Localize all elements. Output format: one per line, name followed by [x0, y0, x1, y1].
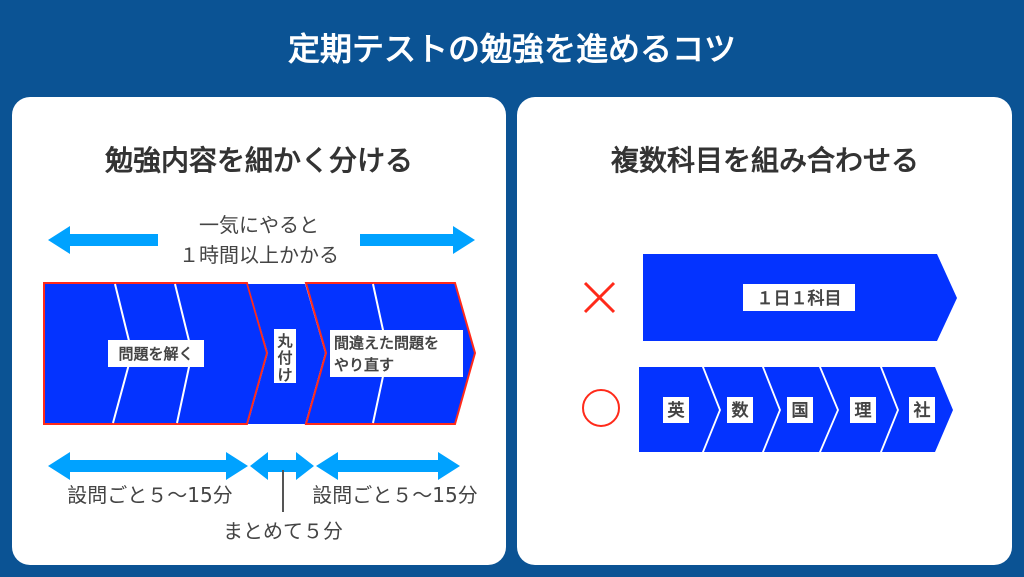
label-box [787, 397, 813, 423]
time-label-redo: 設問ごと５～15分 [312, 483, 477, 507]
step-mark-label-char: け [277, 366, 292, 384]
label-box [850, 397, 876, 423]
top-note-line1: 一気にやると [199, 213, 319, 237]
label-box [743, 284, 855, 311]
circle-icon [582, 389, 620, 427]
step-mark-label-char: 丸 [276, 332, 293, 350]
step-redo-label-line1: 間違えた問題を [334, 334, 439, 352]
time-label-solve: 設問ごと５～15分 [67, 483, 232, 507]
left-panel: 勉強内容を細かく分ける 一気にやると １時間以上かかる 問題を解く 丸 付 け … [12, 97, 506, 565]
top-note-line2: １時間以上かかる [179, 243, 339, 267]
subject-science: 理 [855, 401, 872, 421]
step-mark-label-char: 付 [277, 349, 292, 367]
right-heading: 複数科目を組み合わせる [611, 144, 919, 177]
time-label-mark: まとめて５分 [223, 519, 343, 543]
label-box [663, 397, 689, 423]
double-arrow-icon [48, 452, 248, 480]
right-arrow-icon [360, 226, 475, 254]
double-arrow-icon [316, 452, 460, 480]
step-solve-label: 問題を解く [118, 345, 193, 363]
left-heading: 勉強内容を細かく分ける [104, 144, 413, 177]
cross-icon [583, 281, 616, 314]
main-title: 定期テストの勉強を進めるコツ [288, 30, 736, 68]
step-redo-label-line2: やり直す [334, 356, 394, 374]
subject-japanese: 国 [792, 401, 809, 421]
left-arrow-icon [48, 226, 158, 254]
right-panel: 複数科目を組み合わせる １日１科目 英 数 国 理 社 [517, 97, 1012, 565]
label-box [274, 329, 296, 383]
subject-social: 社 [913, 400, 931, 421]
label-box [330, 330, 463, 377]
label-box [909, 397, 935, 423]
double-arrow-icon [250, 452, 314, 480]
label-box [727, 397, 753, 423]
label-box [108, 340, 204, 367]
subject-english: 英 [668, 400, 686, 421]
subject-math: 数 [732, 400, 750, 421]
one-subject-label: １日１科目 [757, 288, 842, 309]
